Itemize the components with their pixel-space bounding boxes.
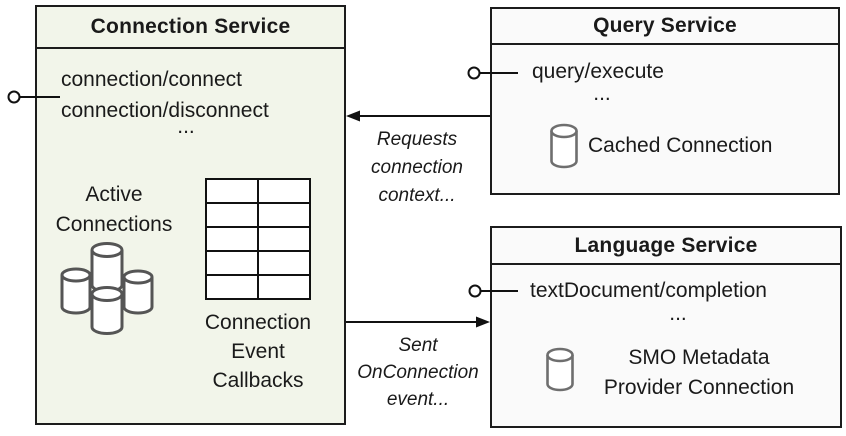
table-cell <box>259 228 309 250</box>
arrow-label-line: OnConnection <box>357 362 479 383</box>
connection-method-connect: connection/connect <box>61 68 242 91</box>
database-icon <box>550 123 578 169</box>
requests-context-arrow-label: Requests connection context... <box>347 126 487 210</box>
arrow-label-line: context... <box>378 185 456 206</box>
query-service-title: Query Service <box>492 9 838 45</box>
arrow-label-line: Requests <box>376 129 458 150</box>
query-methods-ellipsis: ... <box>593 82 611 105</box>
callbacks-label-line2: Event <box>231 340 285 363</box>
smo-label-line1: SMO Metadata <box>628 346 770 369</box>
table-cell <box>259 204 309 226</box>
active-label-line1: Active <box>85 183 143 206</box>
sent-event-arrow-label: Sent OnConnection event... <box>348 332 488 413</box>
connection-methods-ellipsis: ... <box>177 115 195 138</box>
table-cell <box>259 276 309 298</box>
requests-context-arrow <box>346 110 490 122</box>
connection-method-disconnect: connection/disconnect <box>61 99 269 122</box>
language-method-completion: textDocument/completion <box>530 279 767 302</box>
table-cell <box>207 204 257 226</box>
language-methods-ellipsis: ... <box>669 302 687 325</box>
callbacks-label: Connection Event Callbacks <box>183 308 333 395</box>
callbacks-label-line3: Callbacks <box>212 369 304 392</box>
smo-connection-label: SMO Metadata Provider Connection <box>560 343 838 403</box>
connection-service-title: Connection Service <box>37 7 344 49</box>
active-connections-label: Active Connections <box>39 180 189 240</box>
arrow-label-line: Sent <box>398 335 438 356</box>
cached-connection-label: Cached Connection <box>588 134 773 157</box>
database-cluster-icon <box>60 242 154 335</box>
table-cell <box>259 180 309 202</box>
table-cell <box>207 252 257 274</box>
table-cell <box>259 252 309 274</box>
query-method-execute: query/execute <box>532 60 664 83</box>
arrow-label-line: connection <box>371 157 463 178</box>
table-cell <box>207 276 257 298</box>
table-grid-icon <box>205 178 311 300</box>
active-label-line2: Connections <box>55 213 173 236</box>
sent-event-arrow <box>346 316 490 328</box>
table-cell <box>207 228 257 250</box>
database-icon <box>546 347 574 392</box>
callbacks-label-line1: Connection <box>204 311 312 334</box>
language-service-title: Language Service <box>492 228 840 265</box>
language-service-box: Language Service <box>490 226 842 428</box>
arrow-label-line: event... <box>386 389 450 410</box>
smo-label-line2: Provider Connection <box>603 376 795 399</box>
table-cell <box>207 180 257 202</box>
query-service-box: Query Service <box>490 7 840 195</box>
